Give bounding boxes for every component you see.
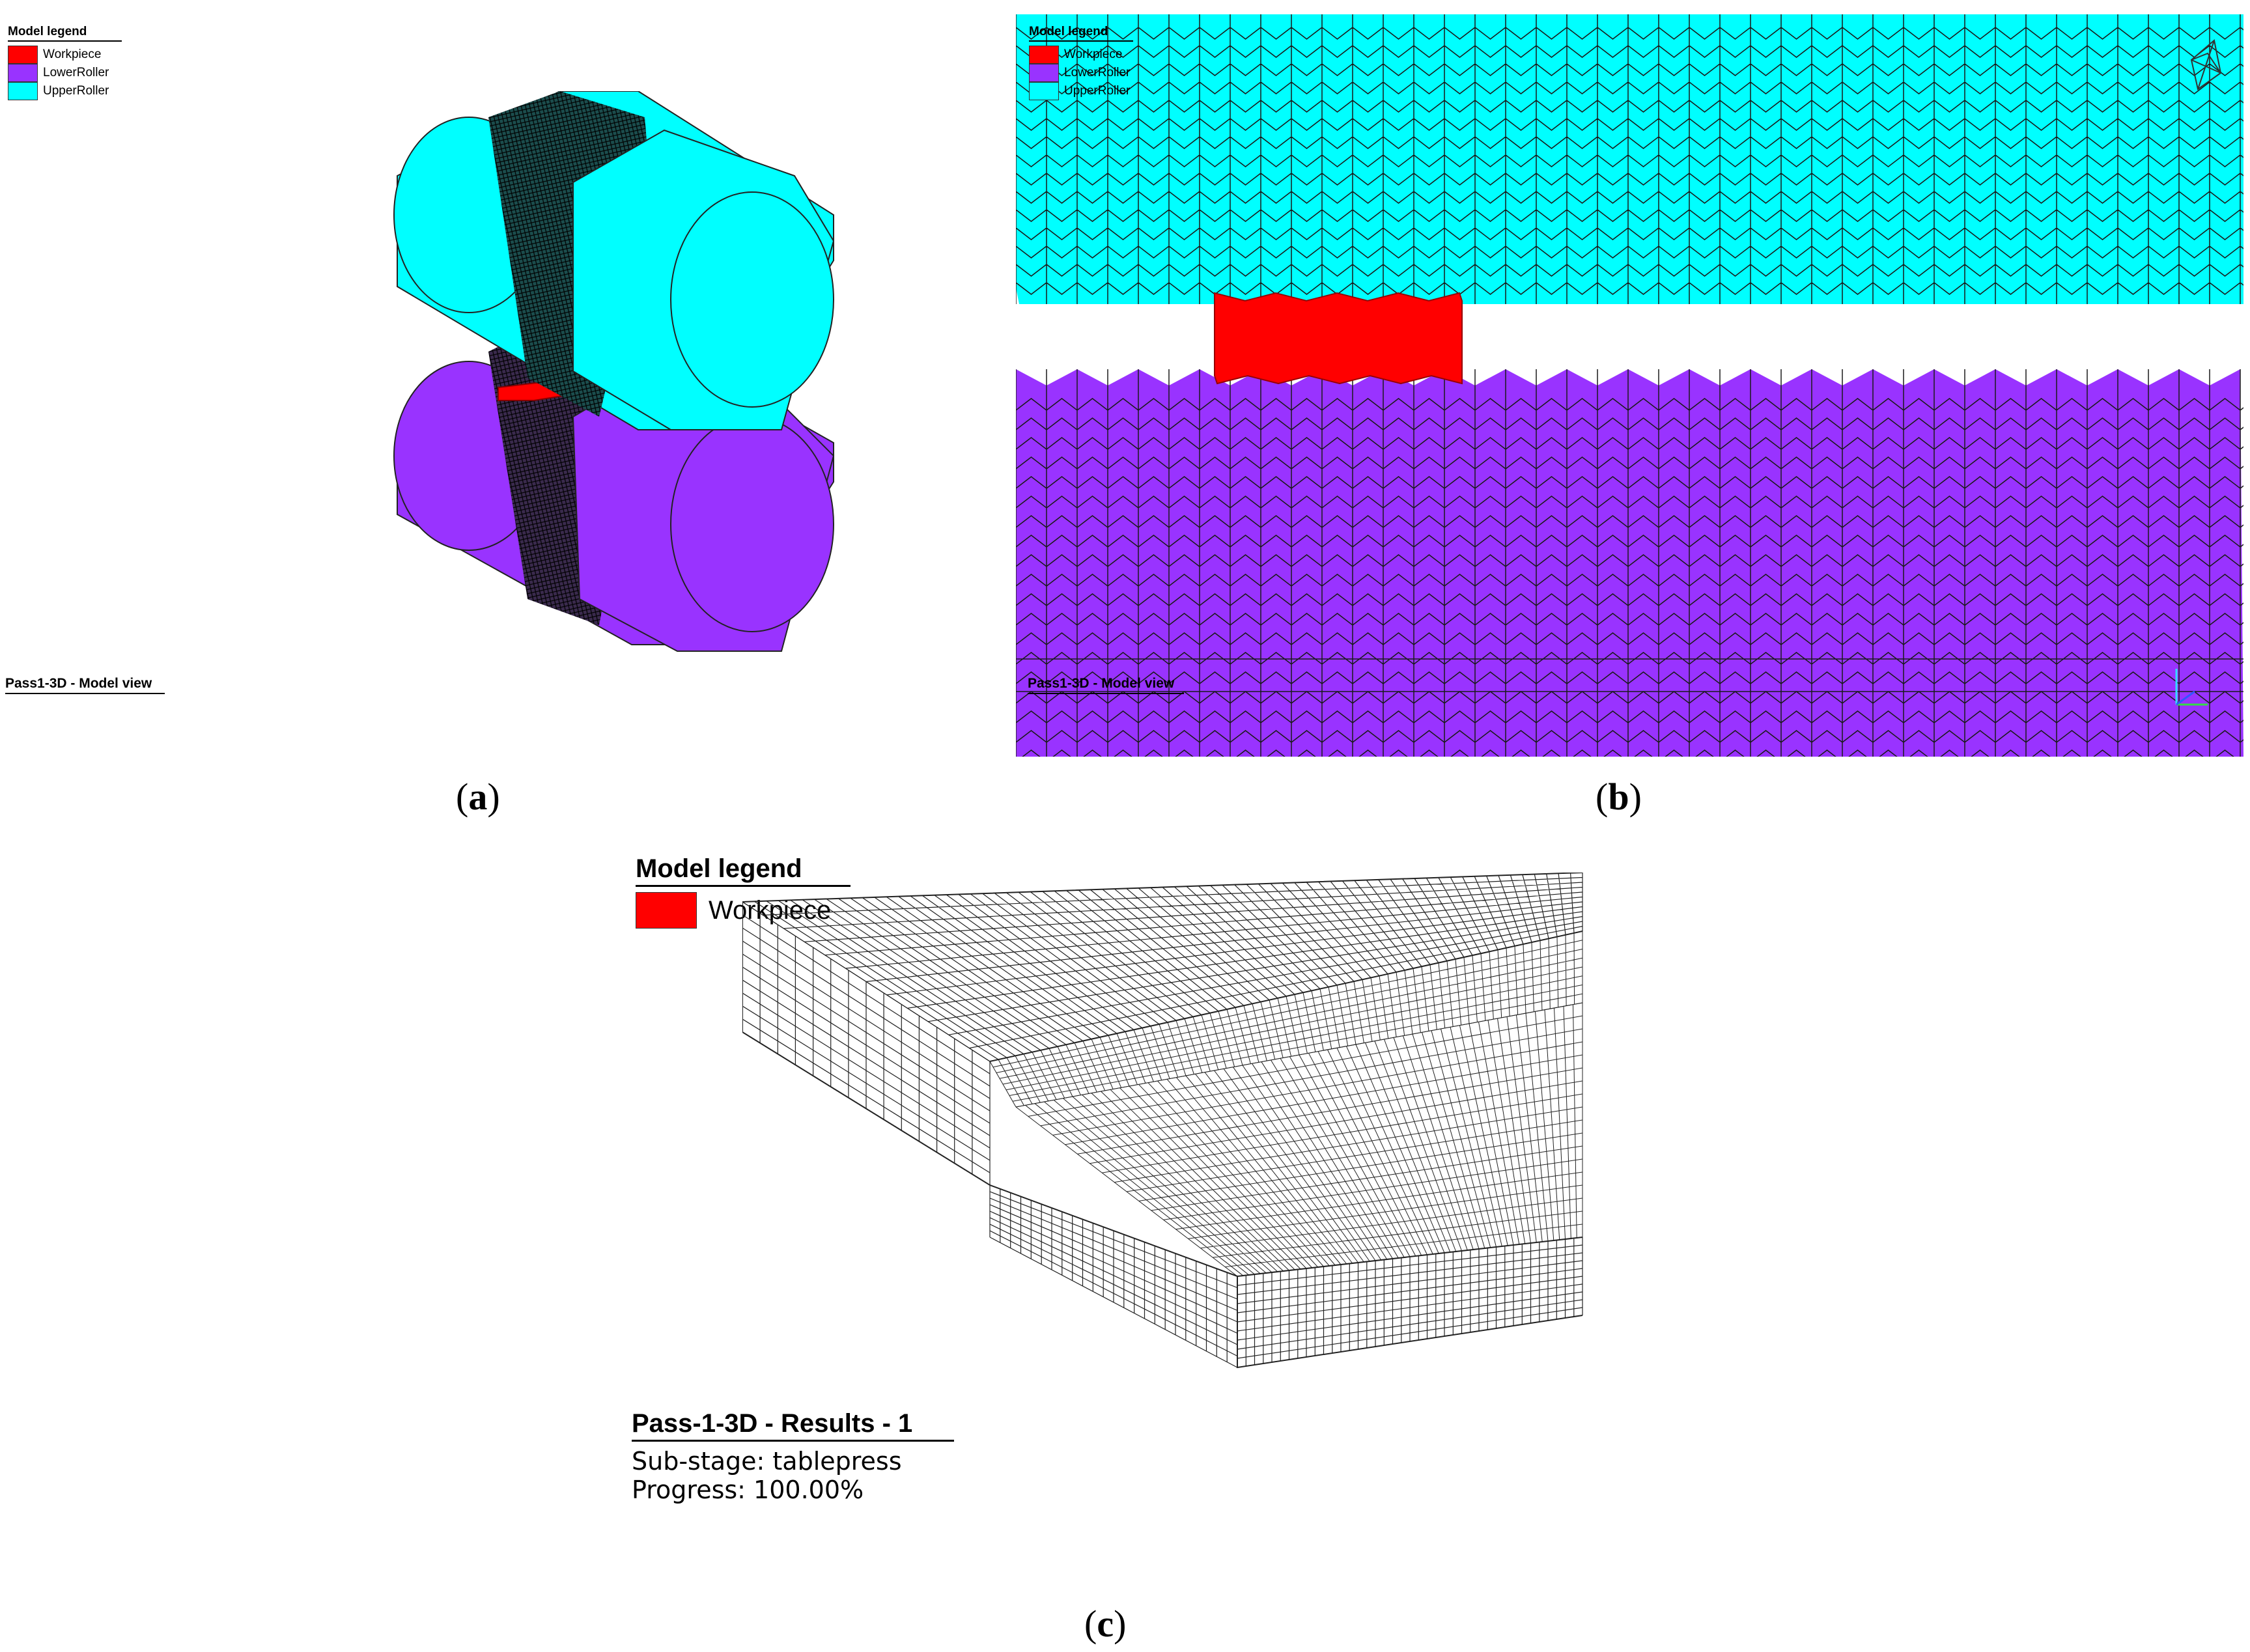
legend-label: LowerRoller bbox=[1064, 66, 1131, 79]
workpiece-swatch bbox=[8, 46, 38, 64]
results-info: Pass-1-3D - Results - 1 Sub-stage: table… bbox=[632, 1409, 954, 1504]
legend-title: Model legend bbox=[1029, 25, 1133, 42]
legend-label: Workpiece bbox=[1064, 48, 1123, 61]
lowerroller-swatch bbox=[1029, 64, 1059, 82]
legend-label: UpperRoller bbox=[1064, 84, 1131, 98]
mesh-outline bbox=[742, 873, 1583, 1369]
upperroller-swatch bbox=[1029, 82, 1059, 100]
legend-label: Workpiece bbox=[43, 48, 102, 61]
caption-a: (a) bbox=[456, 776, 500, 818]
panel-b: Model legend Workpiece LowerRoller Upper… bbox=[1016, 14, 2243, 757]
cross-section-view[interactable] bbox=[1016, 14, 2243, 757]
results-title: Pass-1-3D - Results - 1 bbox=[632, 1409, 954, 1442]
legend-item-lowerroller: LowerRoller bbox=[8, 64, 122, 82]
mesh-left-face bbox=[742, 901, 991, 1186]
model-legend-b: Model legend Workpiece LowerRoller Upper… bbox=[1029, 25, 1133, 100]
workpiece bbox=[1214, 292, 1463, 385]
progress-line: Progress: 100.00% bbox=[632, 1476, 864, 1504]
legend-item-upperroller: UpperRoller bbox=[1029, 82, 1133, 100]
roller-assembly-3d-view[interactable] bbox=[365, 91, 860, 677]
workpiece-mesh-view[interactable] bbox=[742, 873, 1602, 1393]
workpiece-swatch bbox=[636, 892, 697, 929]
legend-item-upperroller: UpperRoller bbox=[8, 82, 122, 100]
legend-title: Model legend bbox=[8, 25, 122, 42]
legend-title: Model legend bbox=[636, 854, 851, 887]
axis-triad-icon bbox=[2175, 669, 2208, 706]
panel-a: Model legend Workpiece LowerRoller Upper… bbox=[0, 0, 1003, 716]
legend-label: LowerRoller bbox=[43, 66, 109, 79]
model-legend-a: Model legend Workpiece LowerRoller Upper… bbox=[8, 25, 122, 100]
view-title-b: Pass1-3D - Model view bbox=[1028, 676, 1184, 694]
legend-item-lowerroller: LowerRoller bbox=[1029, 64, 1133, 82]
upper-roller bbox=[393, 91, 835, 430]
substage-line: Sub-stage: tablepress bbox=[632, 1447, 902, 1476]
view-title-a: Pass1-3D - Model view bbox=[5, 676, 165, 694]
lower-roller-region bbox=[1016, 369, 2243, 757]
panel-c: Model legend Workpiece Pass-1-3D - Resul… bbox=[625, 847, 1628, 1524]
caption-c: (c) bbox=[1084, 1603, 1127, 1645]
mesh-ledge-top bbox=[1015, 1002, 1583, 1277]
upper-roller-region bbox=[1016, 14, 2243, 304]
mesh-front-face bbox=[989, 1184, 1238, 1368]
lowerroller-swatch bbox=[8, 64, 38, 82]
legend-item-workpiece: Workpiece bbox=[8, 46, 122, 64]
caption-b: (b) bbox=[1596, 776, 1642, 818]
workpiece-swatch bbox=[1029, 46, 1059, 64]
upperroller-swatch bbox=[8, 82, 38, 100]
orientation-cube-icon[interactable] bbox=[2182, 34, 2227, 92]
legend-item-workpiece: Workpiece bbox=[1029, 46, 1133, 64]
legend-label: UpperRoller bbox=[43, 84, 109, 98]
